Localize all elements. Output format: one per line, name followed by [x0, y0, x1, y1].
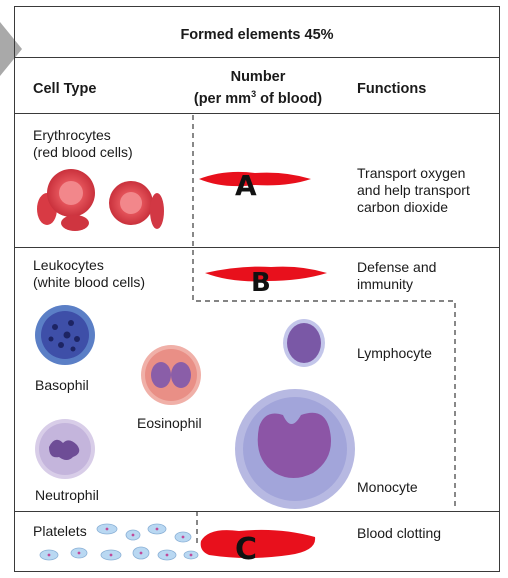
divider [15, 247, 499, 248]
redaction-label-a: A [235, 169, 257, 202]
platelets-function: Blood clotting [357, 525, 442, 541]
table-title: Formed elements 45% [180, 27, 334, 43]
divider [15, 57, 499, 58]
redaction-label-b: B [251, 268, 271, 298]
redaction-mark-c: C [200, 529, 316, 567]
eosinophil-illustration [141, 345, 201, 405]
divider [15, 113, 499, 114]
divider [15, 511, 499, 512]
monocyte-label: Monocyte [357, 479, 418, 495]
lymphocyte-label: Lymphocyte [357, 345, 432, 361]
leukocytes-label: Leukocytes (white blood cells) [33, 257, 146, 290]
basophil-label: Basophil [35, 377, 89, 393]
redaction-mark-a: A [199, 169, 311, 202]
leukocytes-function: Defense and immunity [357, 259, 437, 292]
erythrocytes-label: Erythrocytes (red blood cells) [33, 127, 133, 160]
dashed-divider [192, 115, 456, 547]
header-cell-type: Cell Type [33, 81, 97, 97]
redaction-mark-b: B [205, 266, 327, 298]
basophil-illustration [35, 305, 95, 365]
header-number-line1: Number [230, 69, 286, 85]
header-number: Number (per mm3 of blood) [183, 69, 333, 108]
monocyte-illustration [235, 389, 355, 509]
formed-elements-table: Formed elements 45% Cell Type Number (pe… [14, 6, 500, 572]
erythrocytes-function: Transport oxygen and help transport carb… [357, 165, 470, 215]
header-number-line2: (per mm3 of blood) [193, 89, 323, 107]
lymphocyte-illustration [283, 319, 325, 367]
arrow-icon [0, 22, 22, 76]
neutrophil-label: Neutrophil [35, 487, 99, 503]
redaction-label-c: C [235, 532, 257, 567]
header-functions: Functions [357, 81, 427, 97]
platelets-label: Platelets [33, 523, 87, 539]
eosinophil-label: Eosinophil [137, 415, 202, 431]
neutrophil-illustration [35, 419, 95, 479]
platelets-illustration [39, 523, 199, 561]
erythrocytes-illustration [37, 169, 164, 231]
